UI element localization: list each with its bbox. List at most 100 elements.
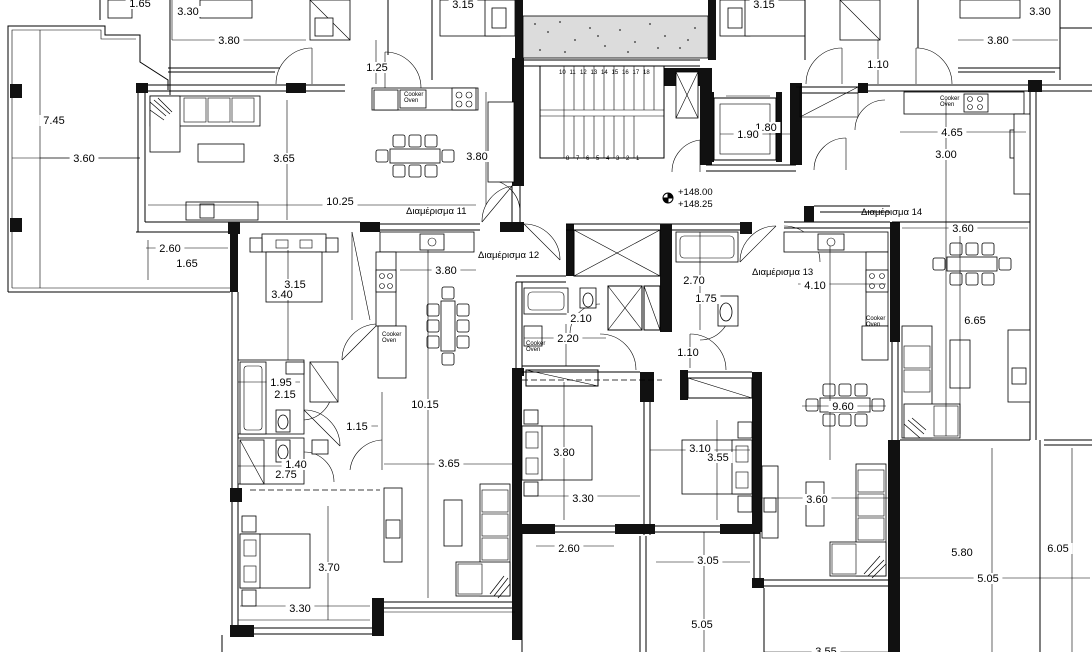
stair-number: 2 [626, 156, 630, 162]
dimension-label-bg [266, 377, 296, 388]
upper-apartments [99, 0, 1092, 95]
dimension-label-bg [434, 458, 464, 469]
dimension-label-bg [271, 469, 301, 480]
stair-number: 8 [566, 156, 570, 162]
dimension-label-bg [462, 151, 492, 162]
dimension-label-bg [685, 443, 715, 454]
oven-label: Oven [526, 347, 540, 353]
stair-number: 5 [596, 156, 600, 162]
dimension-label-bg [973, 573, 1003, 584]
living-furniture [149, 95, 971, 599]
dimension-label: 1.95 [270, 377, 291, 389]
dimension-label-bg [703, 452, 733, 463]
dining-table [932, 242, 1012, 286]
dimension-label: 2.75 [275, 469, 296, 481]
stair-number: 17 [633, 70, 640, 76]
dimension-label: 3.30 [289, 603, 310, 615]
dimension-label: 2.60 [159, 243, 180, 255]
cooker-label: Cooker [382, 332, 401, 338]
dimension-label: 3.15 [452, 0, 473, 11]
stair-number: 13 [591, 70, 598, 76]
dimension-label-bg [863, 59, 893, 70]
dimension-label-bg [960, 315, 990, 326]
stair-number: 12 [580, 70, 587, 76]
oven-label: Oven [404, 98, 418, 104]
dimension-label-bg [679, 275, 709, 286]
stair-number: 6 [586, 156, 590, 162]
dimension-label-bg [431, 265, 461, 276]
dining-tables [375, 134, 1012, 427]
stair-number: 7 [576, 156, 580, 162]
dimension-label: 10.25 [326, 196, 354, 208]
dimension-label: 3.40 [271, 289, 292, 301]
dimension-label-bg [285, 603, 315, 614]
level-lower: +148.25 [678, 199, 713, 210]
dimension-label: 4.10 [804, 280, 825, 292]
dimension-label-bg [269, 153, 299, 164]
dimension-labels: 1.65 3.30 3.80 1.25 3.15 3.15 1.10 3.30 3.80 7.45… [39, 0, 1073, 652]
dimension-label: 6.65 [964, 315, 985, 327]
dimension-label-bg [931, 149, 961, 160]
dimension-label: 1.75 [695, 293, 716, 305]
dimension-label: 3.15 [753, 0, 774, 11]
dimension-label: 1.10 [677, 347, 698, 359]
dimension-label-bg [214, 35, 244, 46]
dimension-label: 3.30 [177, 6, 198, 18]
stair-number: 11 [570, 70, 577, 76]
dimension-label-bg [691, 293, 721, 304]
dimension-label-bg [800, 280, 830, 291]
dimension-label-bg [937, 127, 967, 138]
dimension-label-bg [828, 401, 858, 412]
dimension-label: 1.90 [737, 129, 758, 141]
dimension-label: 1.10 [867, 59, 888, 71]
dining-table [426, 286, 470, 366]
stair-number: 4 [606, 156, 610, 162]
dimension-label: 3.70 [318, 562, 339, 574]
dimension-label-bg [983, 35, 1013, 46]
dimension-label: 3.30 [572, 493, 593, 505]
dimension-label: 3.80 [218, 35, 239, 47]
dimension-label: 3.15 [284, 279, 305, 291]
dimension-label: 1.25 [366, 62, 387, 74]
dimension-label: 3.65 [273, 153, 294, 165]
stair-number: 18 [643, 70, 650, 76]
dimension-label: 3.05 [697, 555, 718, 567]
dimension-label-bg [811, 646, 841, 652]
dimension-label: 2.60 [558, 543, 579, 555]
dimension-label: 10.15 [411, 399, 439, 411]
dimension-label-bg [267, 289, 297, 300]
oven-label: Oven [382, 338, 396, 344]
oven-label: Oven [940, 102, 954, 108]
dimension-label-bg [693, 555, 723, 566]
dimension-label: 2.20 [557, 333, 578, 345]
dimension-label: 3.60 [952, 223, 973, 235]
dimension-label-bg [342, 421, 372, 432]
dimension-label: 2.15 [274, 389, 295, 401]
stair-number: 14 [601, 70, 608, 76]
dimension-label-bg [554, 543, 584, 554]
apartment-label-11: Διαμέρισμα 11 [406, 206, 467, 217]
dimension-label: 1.65 [176, 258, 197, 270]
dimension-label-bg [362, 62, 392, 73]
dimension-label-bg [673, 347, 703, 358]
cooker-label: Cooker [940, 96, 959, 102]
cooker-label: Cooker [866, 316, 885, 322]
dimension-label: 1.65 [129, 0, 150, 10]
dimension-label: 7.45 [43, 115, 64, 127]
dimension-label: 3.80 [987, 35, 1008, 47]
dimension-label-bg [566, 313, 596, 324]
dimension-label-bg [687, 619, 717, 630]
dimension-label-bg [314, 562, 344, 573]
dimension-label: 5.05 [691, 619, 712, 631]
level-marker [662, 192, 674, 204]
dimension-label: 3.60 [806, 494, 827, 506]
oven-label: Oven [866, 322, 880, 328]
dimension-label-bg [568, 493, 598, 504]
dimension-label-bg [553, 333, 583, 344]
dimension-label-bg [549, 447, 579, 458]
stair-number: 3 [616, 156, 620, 162]
dimension-label-bg [172, 258, 202, 269]
